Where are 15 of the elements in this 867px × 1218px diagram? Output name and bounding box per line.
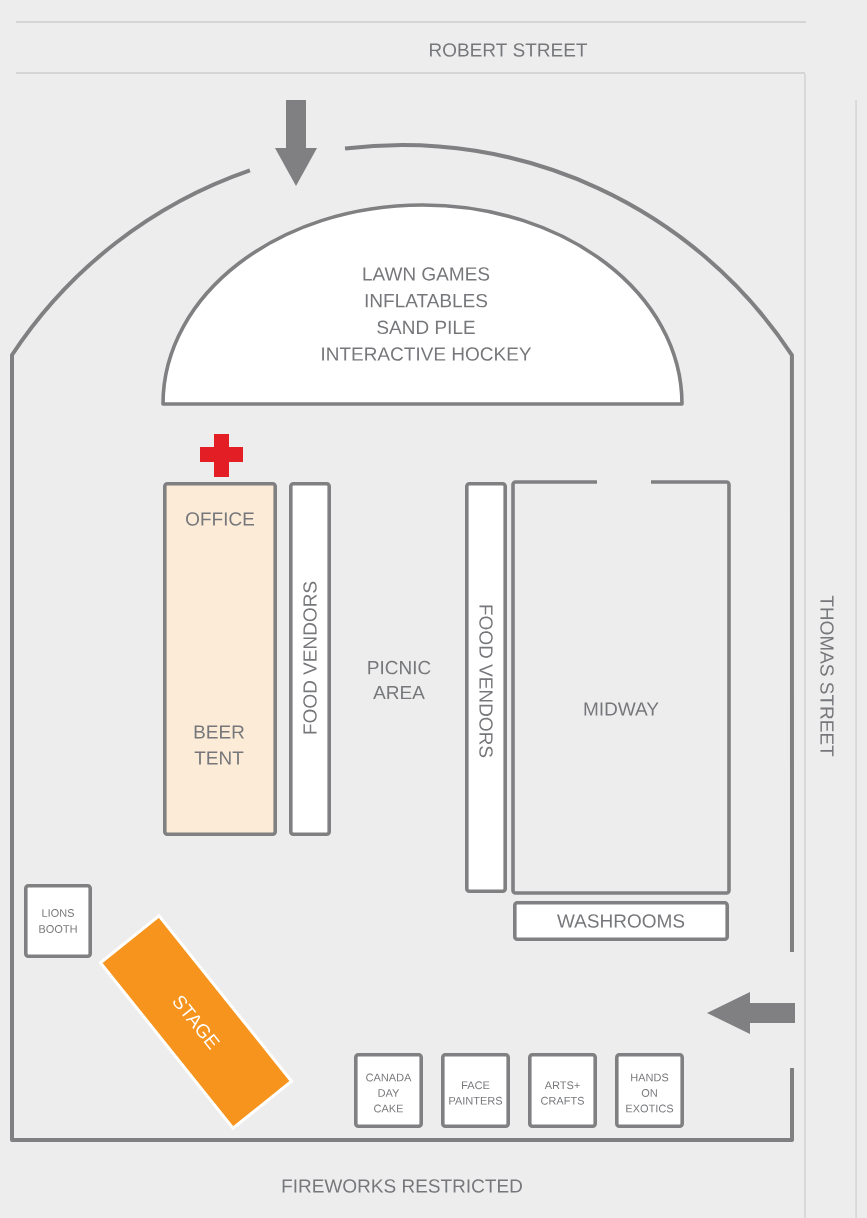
midway-outline: MIDWAY <box>511 480 731 895</box>
area-label: FIREWORKS RESTRICTED <box>282 1179 522 1193</box>
area-box: OFFICE BEER TENT <box>163 482 277 836</box>
area-label: PICNIC AREA <box>368 660 431 700</box>
area-box: FOOD VENDORS <box>289 482 331 836</box>
booth-box: ARTS+ CRAFTS <box>528 1053 597 1128</box>
street-label: ROBERT STREET <box>430 43 588 57</box>
street-label: THOMAS STREET <box>820 595 834 757</box>
area-box: WASHROOMS <box>513 901 729 941</box>
booth-box: CANADA DAY CAKE <box>354 1053 423 1128</box>
booth-box: HANDS ON EXOTICS <box>615 1053 684 1128</box>
activity-dome: LAWN GAMES INFLATABLES SAND PILE INTERACTIVE HOCKEY <box>161 203 684 406</box>
booth-box: LIONS BOOTH <box>24 884 92 958</box>
area-box: FOOD VENDORS <box>465 482 507 893</box>
booth-box: FACE PAINTERS <box>441 1053 510 1128</box>
